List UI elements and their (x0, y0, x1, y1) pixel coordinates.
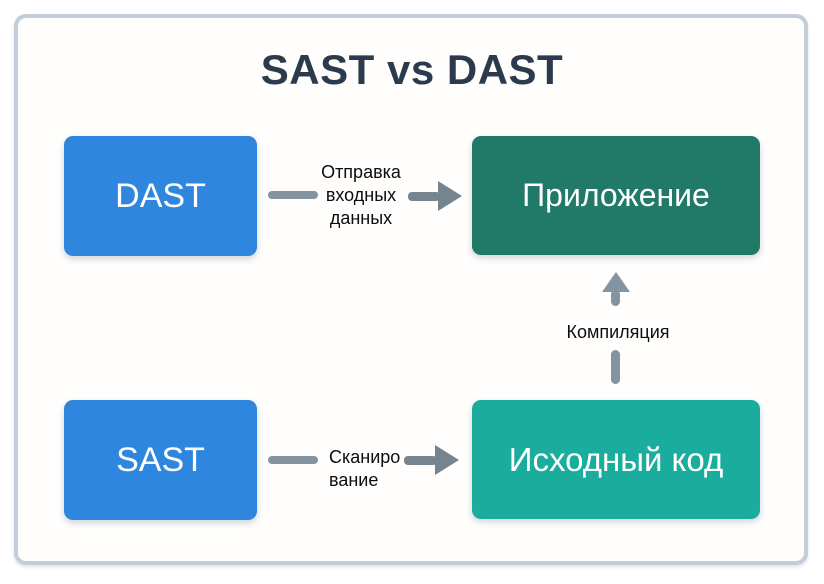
sast-node-label: SAST (116, 440, 205, 479)
arrow-label-line: входных (325, 185, 397, 205)
dast-to-application-arrow-label: Отправка входных данных (312, 161, 410, 230)
application-node-label: Приложение (522, 177, 710, 213)
up-arrowhead-icon (602, 272, 630, 292)
dast-node-label: DAST (115, 176, 206, 215)
source-code-node: Исходный код (472, 400, 760, 519)
sast-to-source-code-arrow-label: Сканиро вание (329, 446, 409, 492)
dast-to-application-arrow-segment (268, 191, 318, 199)
sast-node: SAST (64, 400, 257, 520)
source-code-to-application-arrow-label: Компиляция (566, 322, 670, 342)
right-arrow-icon (408, 192, 440, 201)
up-arrow-shaft-lower (611, 350, 620, 384)
source-code-node-label: Исходный код (508, 440, 724, 478)
diagram-title: SAST vs DAST (260, 46, 564, 93)
arrow-label-line: данных (329, 208, 393, 228)
right-arrow-icon (404, 456, 437, 465)
application-node: Приложение (472, 136, 760, 255)
arrow-label-line: вание (329, 470, 379, 490)
arrow-label-line: Отправка (321, 162, 401, 182)
dast-node: DAST (64, 136, 257, 256)
right-arrowhead-icon (438, 181, 462, 211)
arrow-label-line: Сканиро (329, 447, 401, 467)
right-arrowhead-icon (435, 445, 459, 475)
up-arrow-shaft-upper (611, 290, 620, 306)
sast-to-source-code-arrow-segment (268, 456, 318, 464)
